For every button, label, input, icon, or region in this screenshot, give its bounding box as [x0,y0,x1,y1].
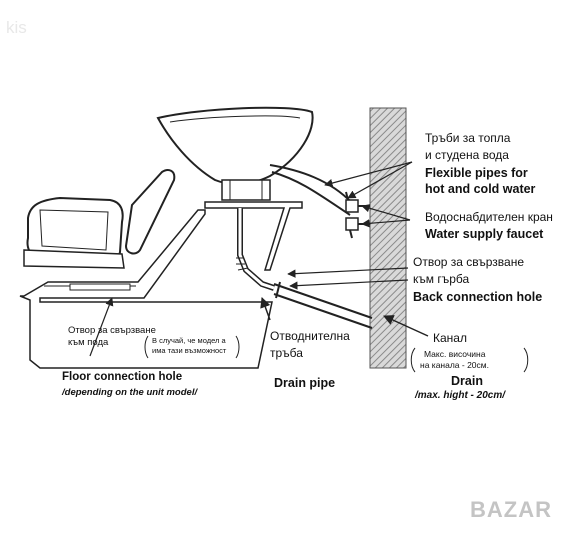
back-hole-label-bg-1: Отвор за свързване [413,255,524,269]
drain-label-en: Drain [451,374,483,388]
wash-basin-bowl [156,106,314,186]
basin-base [221,179,271,201]
drain-pipe [237,208,275,291]
faucet-upper [345,191,370,213]
hot-cold-label-en-2: hot and cold water [425,182,536,196]
floor-hole-label-en-note: /depending on the unit model/ [62,387,198,398]
drain-pipe-label-bg-1: Отводнителна [270,329,350,343]
drain-max-label-en: /max. hight - 20cm/ [415,390,506,401]
chair-cushion [23,249,125,269]
hot-cold-label-en-1: Flexible pipes for [425,166,528,180]
floor-note-1: В случай, че модел а [152,336,226,345]
channel-note-2: на канала - 20см. [420,360,489,370]
faucet-label-bg: Водоснабдителен кран [425,210,553,224]
drain-pipe-label-en: Drain pipe [274,376,336,390]
faucet-lower [345,217,370,239]
watermark-bottom-right: BAZAR [470,497,552,522]
floor-hole-label-bg-2: към пода [68,337,109,348]
cabinet-body [19,209,273,369]
drain-channel-pipe [273,283,373,329]
hot-cold-label-bg-1: Тръби за топла [425,131,511,145]
floor-hole-label-bg-1: Отвор за свързване [68,325,156,336]
channel-label-bg: Канал [433,331,467,345]
faucet-label-en: Water supply faucet [425,227,544,241]
flexible-pipes [269,164,353,216]
back-hole-label-en: Back connection hole [413,290,543,304]
floor-hole-label-en: Floor connection hole [62,371,183,383]
wall [369,107,407,369]
watermark-top-left: kis [6,18,27,37]
hot-cold-label-bg-2: и студена вода [425,148,509,162]
floor-note-2: има тази възможност [152,346,227,355]
basin-support [204,201,303,271]
back-hole-label-bg-2: към гърба [413,272,470,286]
channel-note-1: Макс. височина [424,349,486,359]
drain-pipe-label-bg-2: тръба [270,346,303,360]
chair-backrest [124,169,176,255]
